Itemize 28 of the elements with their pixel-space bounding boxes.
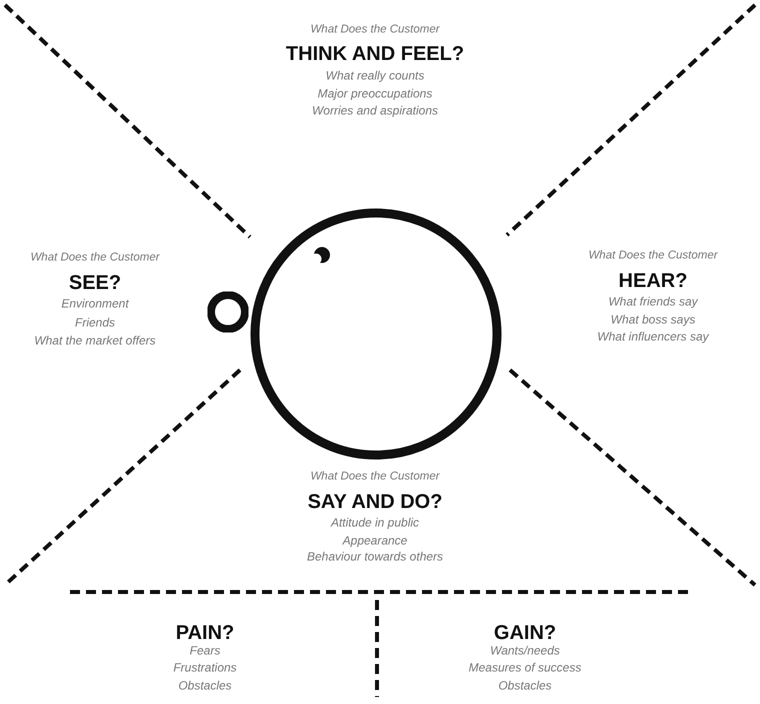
section-heading: HEAR? [618, 270, 688, 292]
list-item: Appearance [342, 534, 408, 548]
list-item: Major preoccupations [318, 87, 432, 101]
section-heading: PAIN? [176, 622, 234, 644]
list-item: Measures of success [468, 661, 582, 675]
section-heading: GAIN? [494, 622, 556, 644]
section-heading: THINK AND FEEL? [286, 43, 464, 65]
list-item: What influencers say [597, 330, 709, 344]
list-item: What friends say [608, 295, 698, 309]
list-item: Wants/needs [490, 644, 560, 658]
list-item: Obstacles [498, 679, 552, 693]
list-item: What really counts [326, 69, 424, 83]
section-subtitle: What Does the Customer [310, 470, 440, 484]
section-subtitle: What Does the Customer [310, 24, 440, 36]
section-heading: SAY AND DO? [308, 491, 442, 513]
list-item: Friends [75, 316, 115, 330]
section-subtitle: What Does the Customer [30, 252, 160, 264]
section-subtitle: What Does the Customer [588, 250, 718, 262]
list-item: Behaviour towards others [306, 550, 444, 564]
list-item: Obstacles [178, 679, 232, 693]
list-item: Fears [190, 644, 220, 658]
section-heading: SEE? [68, 272, 122, 294]
list-item: What boss says [610, 313, 696, 327]
list-item: What the market offers [34, 334, 156, 348]
list-item: Environment [61, 297, 129, 311]
list-item: Attitude in public [330, 516, 420, 530]
list-item: Worries and aspirations [312, 104, 438, 118]
list-item: Frustrations [173, 661, 237, 675]
